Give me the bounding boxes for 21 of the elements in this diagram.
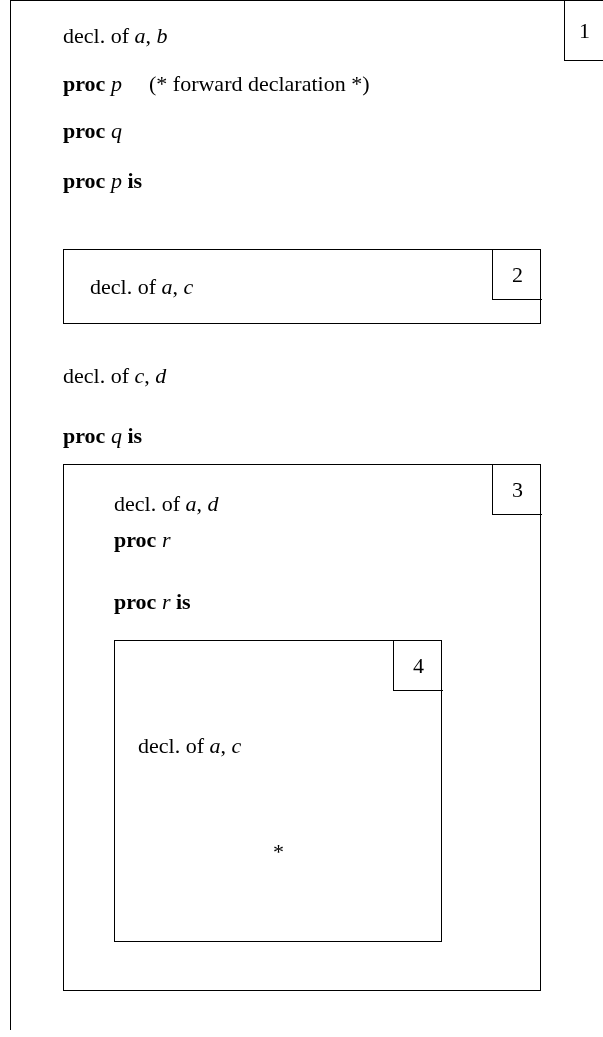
procedure-text: proc r is bbox=[114, 589, 191, 615]
declaration-text: decl. of a, c bbox=[90, 274, 194, 300]
procedure-text: proc q is bbox=[63, 423, 143, 449]
scope-number: 3 bbox=[492, 465, 542, 515]
procedure-text: proc p bbox=[63, 71, 122, 97]
scope-number: 4 bbox=[393, 641, 443, 691]
scope-box bbox=[10, 0, 603, 1030]
declaration-text: decl. of a, d bbox=[114, 491, 219, 517]
procedure-text: proc r bbox=[114, 527, 171, 553]
procedure-text: proc q bbox=[63, 118, 122, 144]
procedure-text: proc p is bbox=[63, 168, 143, 194]
declaration-text: decl. of c, d bbox=[63, 363, 167, 389]
scope-number: 2 bbox=[492, 250, 542, 300]
comment-text: (* forward declaration *) bbox=[149, 71, 370, 97]
declaration-text: decl. of a, c bbox=[138, 733, 242, 759]
scope-box bbox=[63, 464, 541, 991]
marker-text: * bbox=[273, 839, 284, 865]
scope-number: 1 bbox=[564, 1, 603, 61]
scope-box bbox=[114, 640, 442, 942]
scope-box bbox=[63, 249, 541, 324]
declaration-text: decl. of a, b bbox=[63, 23, 168, 49]
